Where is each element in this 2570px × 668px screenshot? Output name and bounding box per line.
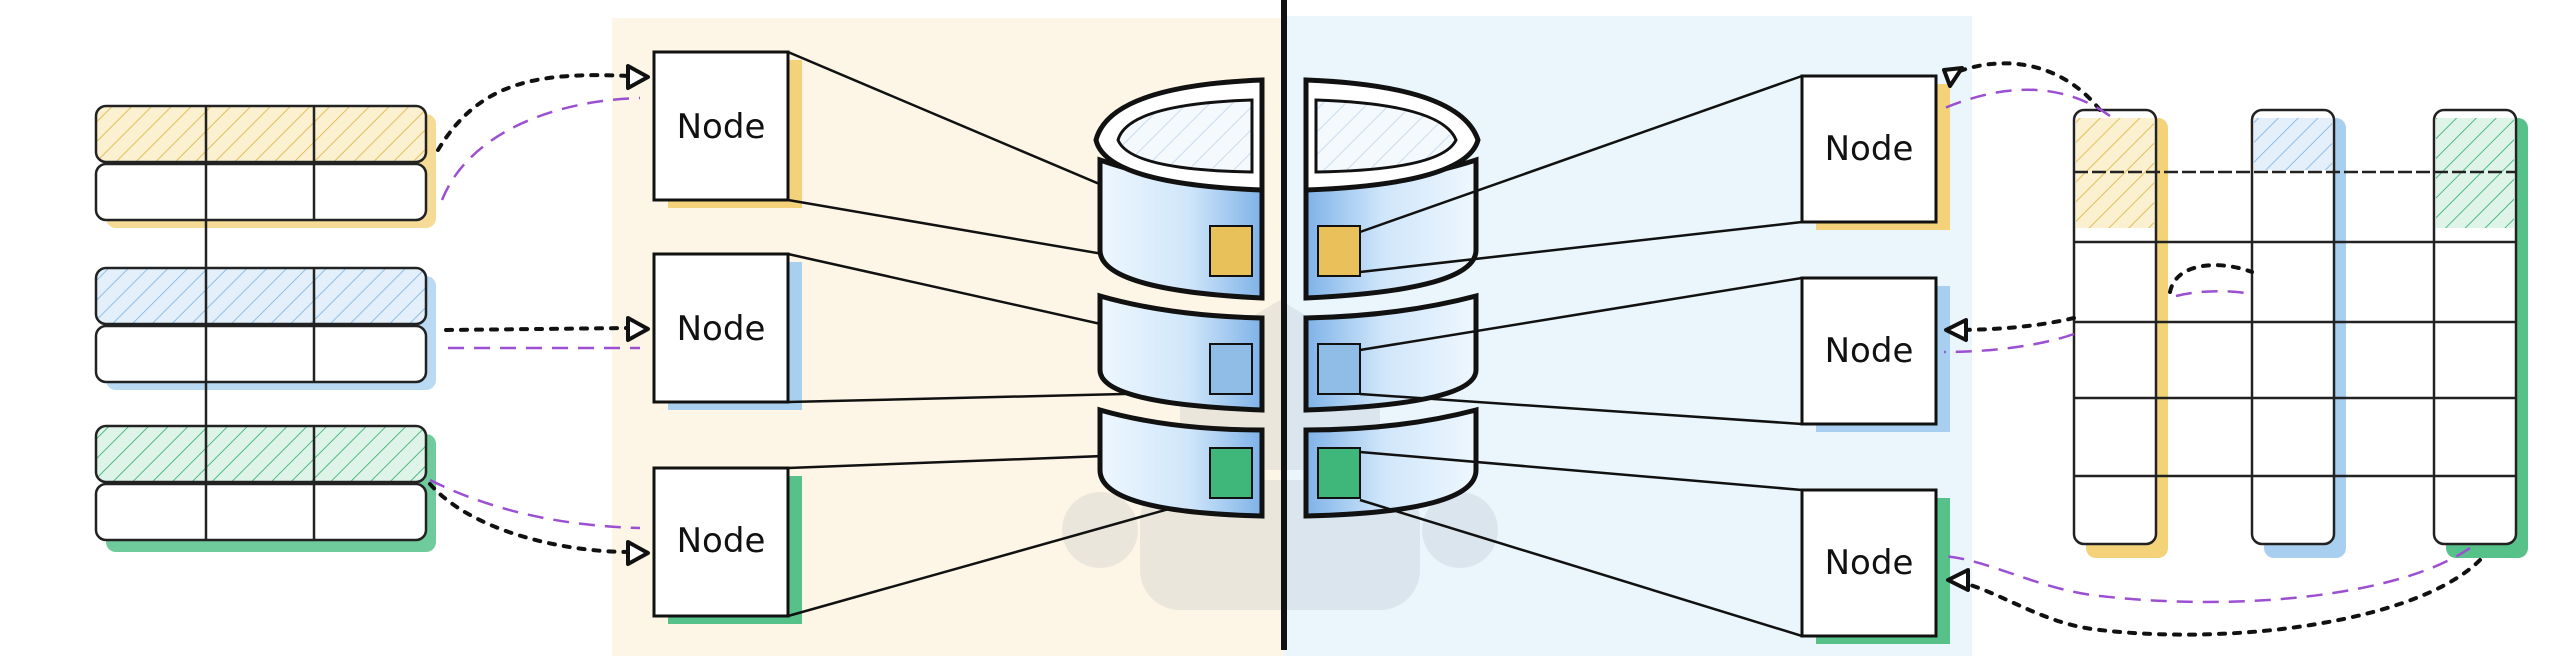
row-table-green	[94, 424, 436, 552]
left-node-1: Node	[652, 50, 802, 208]
partition-block-yellow	[1209, 225, 1253, 277]
arrowhead-icon	[626, 64, 650, 566]
node-label: Node	[677, 309, 766, 349]
node-label: Node	[677, 521, 766, 561]
right-projection-lines	[1359, 74, 1803, 638]
node-label: Node	[1825, 543, 1914, 583]
row-table-yellow	[94, 104, 436, 228]
right-arrows	[1939, 61, 2482, 637]
row-table-blue	[94, 266, 436, 390]
partition-block-yellow	[1317, 225, 1361, 277]
partition-block-green	[1209, 447, 1253, 499]
partition-block-blue	[1317, 343, 1361, 395]
database-cylinder-icon	[1093, 77, 1481, 519]
right-node-1: Node	[1800, 74, 1950, 230]
cylinder-left-half	[1093, 77, 1265, 519]
node-label: Node	[677, 107, 766, 147]
node-label: Node	[1825, 331, 1914, 371]
column-table	[2072, 108, 2528, 558]
arrowhead-icon	[1942, 66, 1970, 592]
partition-block-green	[1317, 447, 1361, 499]
left-arrows	[428, 73, 641, 554]
partition-block-blue	[1209, 343, 1253, 395]
node-label: Node	[1825, 129, 1914, 169]
right-node-2: Node	[1800, 276, 1950, 432]
right-node-3: Node	[1800, 488, 1950, 644]
left-node-3: Node	[652, 466, 802, 624]
left-node-2: Node	[652, 252, 802, 410]
